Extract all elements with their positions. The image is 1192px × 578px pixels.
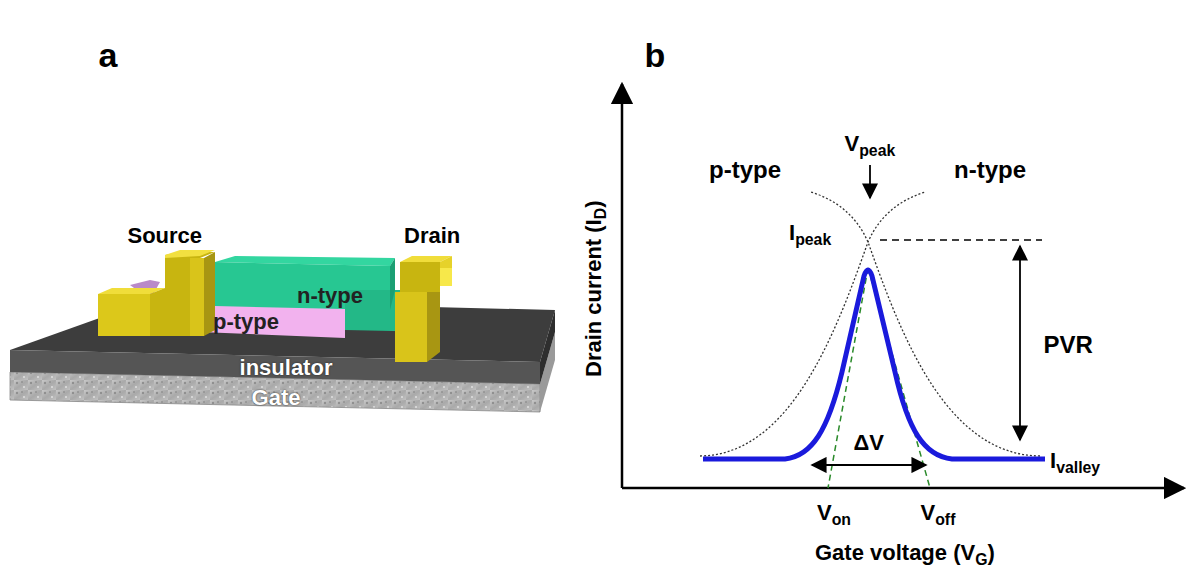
offset-voltage-label: Voff (919, 501, 958, 528)
label-text: Source (128, 223, 203, 248)
peak-level-line (880, 239, 1042, 241)
layer-name: insulator (240, 356, 333, 380)
measured-curve (703, 270, 1045, 459)
panel-letter: b (645, 37, 666, 74)
ratio-label: PVR (1042, 332, 1095, 358)
axis-title: Gate voltage (VG) (813, 541, 997, 568)
panel-letter: a (99, 37, 118, 74)
pvr-arrow (1019, 246, 1021, 440)
label-text: ΔV (854, 430, 885, 455)
layer-name: n-type (297, 284, 363, 308)
peak-pointer (869, 165, 871, 198)
label-text: PVR (1044, 331, 1093, 358)
source-electrode (98, 250, 215, 336)
subscript: on (832, 511, 851, 528)
peak-current-label: Ipeak (787, 221, 833, 248)
curve-label: p-type (707, 157, 783, 183)
curve-label: n-type (952, 157, 1028, 183)
label-text: b (645, 36, 666, 74)
insulator-label: insulator (234, 354, 339, 382)
label-text: a (99, 36, 118, 74)
label-text: n-type (954, 156, 1026, 183)
p-type-label: p-type (207, 308, 285, 336)
delta-v-arrow (812, 464, 926, 466)
insulator-layer (10, 300, 555, 384)
n-type-label: n-type (291, 282, 369, 310)
layer-name: p-type (213, 310, 279, 334)
layer-name: Gate (252, 386, 301, 410)
label-text: Gate voltage (V (815, 540, 975, 565)
drain-electrode (395, 256, 452, 362)
subscript: peak (859, 142, 895, 159)
subscript: off (935, 511, 955, 528)
subscript: G (975, 551, 987, 568)
electrode-name: Source (128, 224, 203, 248)
component-curves (700, 192, 1040, 456)
window-label: ΔV (852, 431, 887, 455)
valley-current-label: Ivalley (1048, 449, 1102, 476)
peak-voltage-label: Vpeak (843, 132, 898, 159)
label-text: ) (581, 200, 606, 207)
onset-voltage-label: Von (815, 501, 853, 528)
subscript: valley (1056, 459, 1100, 476)
label-text: Drain (404, 223, 460, 248)
label-text: V (921, 500, 936, 525)
label-text: V (845, 131, 860, 156)
subscript: peak (795, 231, 831, 248)
label-text: p-type (709, 156, 781, 183)
electrode-name: Drain (404, 224, 460, 248)
label-text: I (1050, 448, 1056, 473)
axis-title: Drain current (ID) (582, 198, 609, 378)
label-text: V (817, 500, 832, 525)
gate-layer-label: Gate (246, 384, 307, 412)
chart-axes (622, 84, 1184, 488)
label-text: Drain current (I (581, 219, 606, 377)
label-text: I (789, 220, 795, 245)
subscript: D (593, 207, 610, 218)
label-text: ) (987, 540, 994, 565)
